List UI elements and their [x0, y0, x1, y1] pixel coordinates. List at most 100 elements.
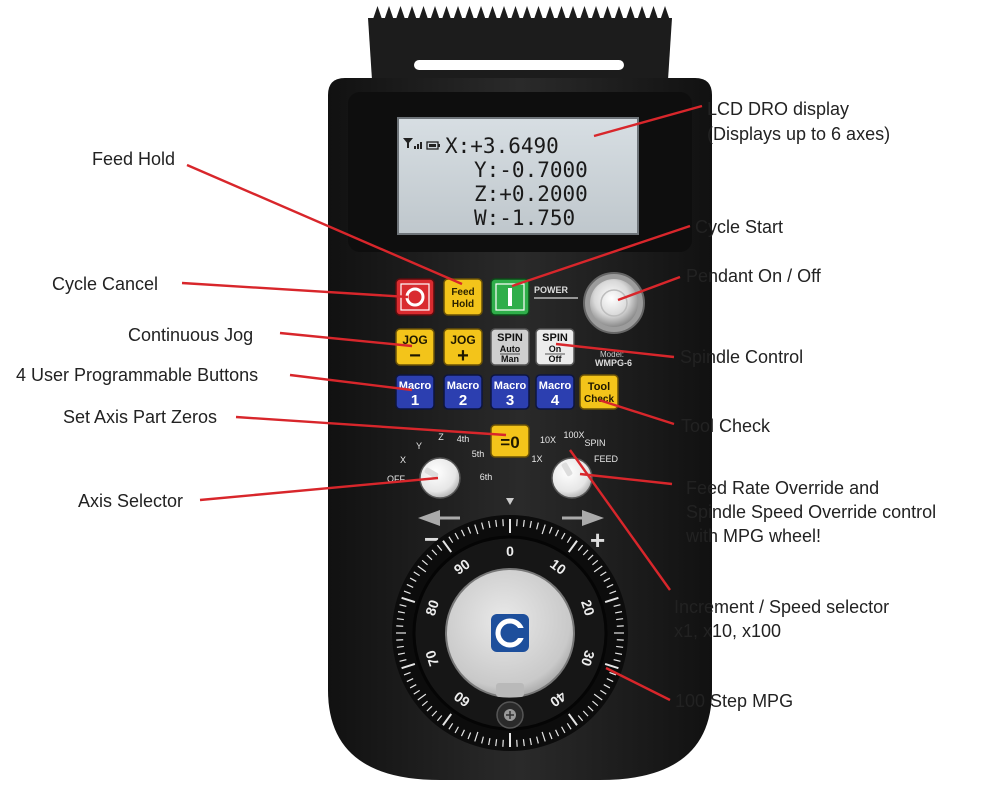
mpg-tick — [409, 577, 417, 582]
mpg-tick — [401, 662, 416, 670]
mpg-tick — [555, 729, 560, 737]
mpg-tick — [431, 710, 438, 717]
jog-minus-button[interactable]: JOG − — [395, 328, 435, 367]
mpg-tick — [536, 736, 539, 744]
mpg-tick — [495, 519, 498, 527]
axis-position-6: 6th — [480, 472, 493, 482]
mpg-tick — [555, 529, 560, 537]
mpg-tick — [431, 549, 438, 556]
mpg-scale — [396, 519, 624, 747]
label-lcd-1: LCD DRO display — [707, 99, 849, 119]
battery-icon — [426, 141, 440, 150]
mpg-tick — [399, 604, 407, 607]
plus-symbol: + — [457, 345, 469, 367]
label-user-buttons: 4 User Programmable Buttons — [16, 365, 258, 385]
mpg-tick — [561, 532, 566, 540]
mpg-tick — [613, 604, 621, 607]
label-axis-selector: Axis Selector — [78, 491, 183, 511]
set-zero-button[interactable]: =0 — [490, 424, 530, 458]
increment-position-0: 1X — [531, 454, 542, 464]
macro-label: Macro — [494, 380, 527, 392]
mpg-tick — [548, 732, 553, 740]
mpg-scale-label: 30 — [578, 648, 598, 668]
callout-labels: LCD DRO display (Displays up to 6 axes) … — [16, 99, 936, 711]
mpg-tick — [603, 577, 611, 582]
mpg-tick — [403, 590, 411, 595]
mpg-tick — [396, 645, 404, 648]
mpg-tick — [409, 684, 417, 689]
jog-plus-button[interactable]: JOG + — [443, 328, 483, 367]
mpg-tick — [495, 739, 498, 747]
mpg-tick — [397, 611, 406, 614]
top-grip — [368, 6, 672, 80]
label-continuous-jog: Continuous Jog — [128, 325, 253, 345]
increment-position-1: 10X — [540, 435, 556, 445]
mpg-tick — [604, 596, 619, 604]
mpg-tick — [567, 713, 578, 726]
mpg-tick — [541, 731, 546, 742]
mpg-tick — [548, 526, 553, 534]
mpg-tick — [614, 652, 623, 655]
mpg-tick — [593, 565, 603, 573]
mpg-tick — [606, 678, 614, 683]
axis-position-5: 5th — [472, 449, 485, 459]
macro-number: 1 — [411, 392, 419, 409]
mpg-tick — [604, 662, 619, 670]
increment-position-4: FEED — [594, 454, 619, 464]
mpg-tick — [481, 736, 484, 744]
mpg-tick — [613, 659, 621, 662]
mpg-tick — [609, 590, 617, 595]
label-feed-override-3: with MPG wheel! — [685, 526, 821, 546]
spin-onoff-label: SPIN — [542, 332, 568, 344]
on-label: On — [549, 344, 562, 354]
feed-hold-label-1: Feed — [451, 287, 474, 298]
jog-plus-label: JOG — [450, 333, 475, 347]
mpg-tick — [421, 700, 428, 707]
model-name: WMPG-6 — [595, 358, 632, 368]
mpg-tick — [460, 729, 465, 737]
macro-label: Macro — [447, 380, 480, 392]
mpg-tick — [467, 526, 472, 534]
macro-number: 2 — [459, 392, 467, 409]
spin-auto-button[interactable]: SPIN Auto Man — [490, 328, 530, 366]
mpg-tick — [442, 540, 453, 553]
axis-selector-knob[interactable] — [419, 457, 461, 499]
pendant-power-button[interactable] — [583, 272, 645, 334]
macro-label: Macro — [399, 380, 432, 392]
label-tool-check: Tool Check — [681, 416, 771, 436]
tool-check-label-1: Tool — [588, 381, 610, 393]
mpg-tick — [582, 549, 589, 556]
mpg-scale-label: 70 — [422, 648, 442, 668]
mpg-pointer-icon — [506, 498, 514, 505]
axis-position-0: OFF — [387, 474, 405, 484]
spin-on-off-button[interactable]: SPIN On Off — [535, 328, 575, 366]
feed-hold-button[interactable]: Feed Hold — [443, 278, 483, 316]
mpg-wheel[interactable]: 0102030405060708090 — [392, 515, 628, 751]
auto-label: Auto — [500, 344, 521, 354]
crank-handle[interactable] — [496, 683, 524, 729]
label-feed-override-2: Spindle Speed Override control — [686, 502, 936, 522]
power-label: POWER — [534, 285, 569, 295]
lcd-line-x: X:+3.6490 — [445, 134, 559, 158]
increment-selector-knob[interactable] — [551, 457, 593, 499]
off-label: Off — [549, 354, 563, 364]
mpg-tick — [566, 536, 572, 543]
mpg-tick — [417, 693, 427, 701]
minus-symbol: − — [409, 345, 421, 367]
mpg-tick — [413, 689, 420, 695]
mpg-tick — [436, 715, 443, 722]
cycle-start-button[interactable] — [490, 278, 530, 316]
mpg-tick — [522, 519, 525, 527]
mpg-tick — [481, 522, 484, 530]
macro-number: 4 — [551, 392, 560, 409]
lcd-line-y: Y:-0.7000 — [474, 158, 588, 182]
right-arrow-icon — [562, 510, 604, 526]
mpg-tick — [609, 671, 617, 676]
mpg-tick — [587, 554, 594, 561]
